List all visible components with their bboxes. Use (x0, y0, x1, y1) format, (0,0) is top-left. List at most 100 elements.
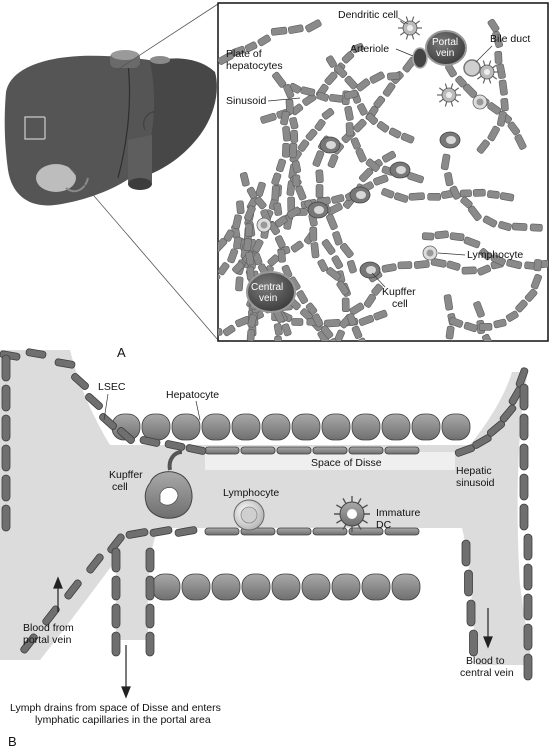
label-immature-line1: Immature (376, 507, 421, 519)
hepatocyte-plate-segment (328, 338, 341, 341)
hepatocyte-plate-segment (222, 324, 236, 337)
hepatocyte-plate-segment (273, 335, 282, 341)
lsec-b (204, 446, 240, 455)
hepatocyte-plate-segment (476, 139, 490, 154)
hepatocyte-plate-segment (494, 51, 503, 64)
kupffer-nucleus (314, 206, 324, 214)
hepatocyte-plate-segment (305, 302, 318, 315)
hepatocyte-plate-segment (320, 325, 334, 339)
lsec-b (523, 533, 533, 561)
hepatocyte-plate-segment (376, 121, 390, 133)
hepatocyte-b (291, 413, 321, 441)
hepatocyte-b (441, 413, 471, 441)
hepatocyte-plate-segment (358, 167, 374, 183)
hepatocyte-plate-segment (255, 181, 266, 197)
portal-vein (425, 30, 467, 66)
hepatocyte-plate-segment (291, 160, 302, 174)
hepatocyte-plate-segment (244, 205, 256, 222)
hepatocyte-plate-segment (430, 257, 447, 268)
lsec-b (348, 446, 384, 455)
hepatocyte-plate-segment (333, 64, 348, 78)
hepatocyte-plate-segment (204, 265, 214, 280)
hepatic-vein-opening-2 (150, 56, 170, 64)
lsec-b (384, 527, 420, 536)
label-blood-from-line1: Blood from (23, 622, 74, 634)
hepatocyte-plate-segment (487, 190, 500, 199)
hepatocyte-plate-segment (365, 361, 381, 373)
vena-cava-opening (128, 178, 152, 190)
hepatocyte-plate-segment (283, 83, 295, 99)
dendritic-nucleus (407, 25, 413, 31)
panel-b-letter: B (8, 734, 17, 749)
hepatocyte-plate-segment (166, 296, 181, 306)
lsec-b (519, 383, 529, 411)
cystic-duct (65, 177, 89, 193)
hepatocyte-plate-segment (324, 71, 338, 86)
hepatocyte-b (261, 413, 291, 441)
vena-cava (128, 135, 152, 189)
hepatocyte-plate-segment (533, 259, 542, 272)
hepatocyte-plate-segment (413, 260, 430, 269)
hepatocyte-plate-segment (218, 328, 223, 337)
panel-b-labels: LSEC Hepatocyte Space of Disse Hepatic s… (10, 381, 514, 726)
hepatocyte-plate-segment (246, 186, 258, 200)
hepatocyte-plate-segment (252, 355, 262, 368)
hepatocyte-plate-segment (233, 236, 242, 250)
lsec-b (464, 569, 473, 597)
hepatocyte-plate-segment (443, 294, 454, 311)
label-blood-to-line2: central vein (460, 667, 514, 679)
hepatocyte-plate-segment (227, 248, 239, 264)
hepatocyte-plate-segment (331, 194, 345, 204)
hepatocyte-plate-segment (355, 148, 367, 163)
hepatocyte-b (411, 413, 441, 441)
hepatocyte-plate-segment (381, 188, 395, 199)
lsec-b (519, 413, 529, 441)
hepatocyte-plate-segment (254, 196, 267, 210)
hepatocyte-plate-segment (290, 240, 304, 253)
lymphocyte-b (233, 499, 265, 531)
hepatocyte-plate-segment (373, 309, 388, 321)
kupffer-nucleus (396, 166, 406, 174)
hepatocyte-plate-segment (312, 150, 325, 167)
hepatocyte-plate-segment (343, 89, 359, 100)
lsec-b (54, 358, 76, 369)
lsec-b (1, 414, 11, 442)
lsec-b (64, 579, 82, 600)
label-plate-line1: Plate of (226, 48, 262, 60)
lsec-b (466, 599, 476, 627)
hepatocyte-plate-segment (459, 189, 472, 198)
hepatocyte-plate-segment (325, 55, 337, 68)
hepatocyte-plate-segment (367, 351, 379, 364)
hepatocyte-plate-segment (421, 232, 435, 241)
hepatocyte-plate-segment (530, 273, 542, 290)
hepatocyte-plate-segment (330, 388, 338, 400)
lsec-b (384, 446, 420, 455)
hepatocyte-plate-segment (460, 196, 473, 209)
hepatocyte-plate-segment (287, 24, 304, 34)
hepatocyte-plate-segment (472, 188, 486, 197)
hepatocyte-plate-segment (291, 318, 304, 326)
hepatocyte-b (231, 413, 261, 441)
hepatocyte-plate-segment (194, 282, 210, 297)
hepatocyte-plate-segment (346, 259, 357, 274)
hepatocyte-plate-segment (490, 254, 506, 266)
lsec-b (174, 526, 198, 537)
liver-right-lobe (140, 58, 217, 178)
hepatocyte-plate-segment (449, 232, 465, 242)
hepatocyte-plate-segment (487, 125, 500, 142)
label-hepatocyte: Hepatocyte (166, 389, 219, 401)
hepatocyte-plate-segment (501, 355, 517, 372)
hepatocyte-plate-segment (309, 226, 318, 242)
hepatocyte-plate-segment (452, 353, 464, 368)
leader-hepatocyte (195, 400, 201, 421)
hepatocyte-plate-segment (321, 107, 335, 120)
hepatocyte-plate-segment (351, 325, 363, 339)
hepatocyte-plate-segment (258, 380, 270, 396)
hepatocyte-plate-segment (345, 122, 354, 137)
lymphatic-wall (111, 547, 121, 573)
lymphocyte-nucleus (260, 221, 268, 229)
lymphatic-wall (145, 631, 155, 657)
hepatocyte-plate-segment (288, 142, 298, 159)
hepatocyte-plate-segment (292, 174, 301, 187)
lsec-b (20, 633, 38, 654)
